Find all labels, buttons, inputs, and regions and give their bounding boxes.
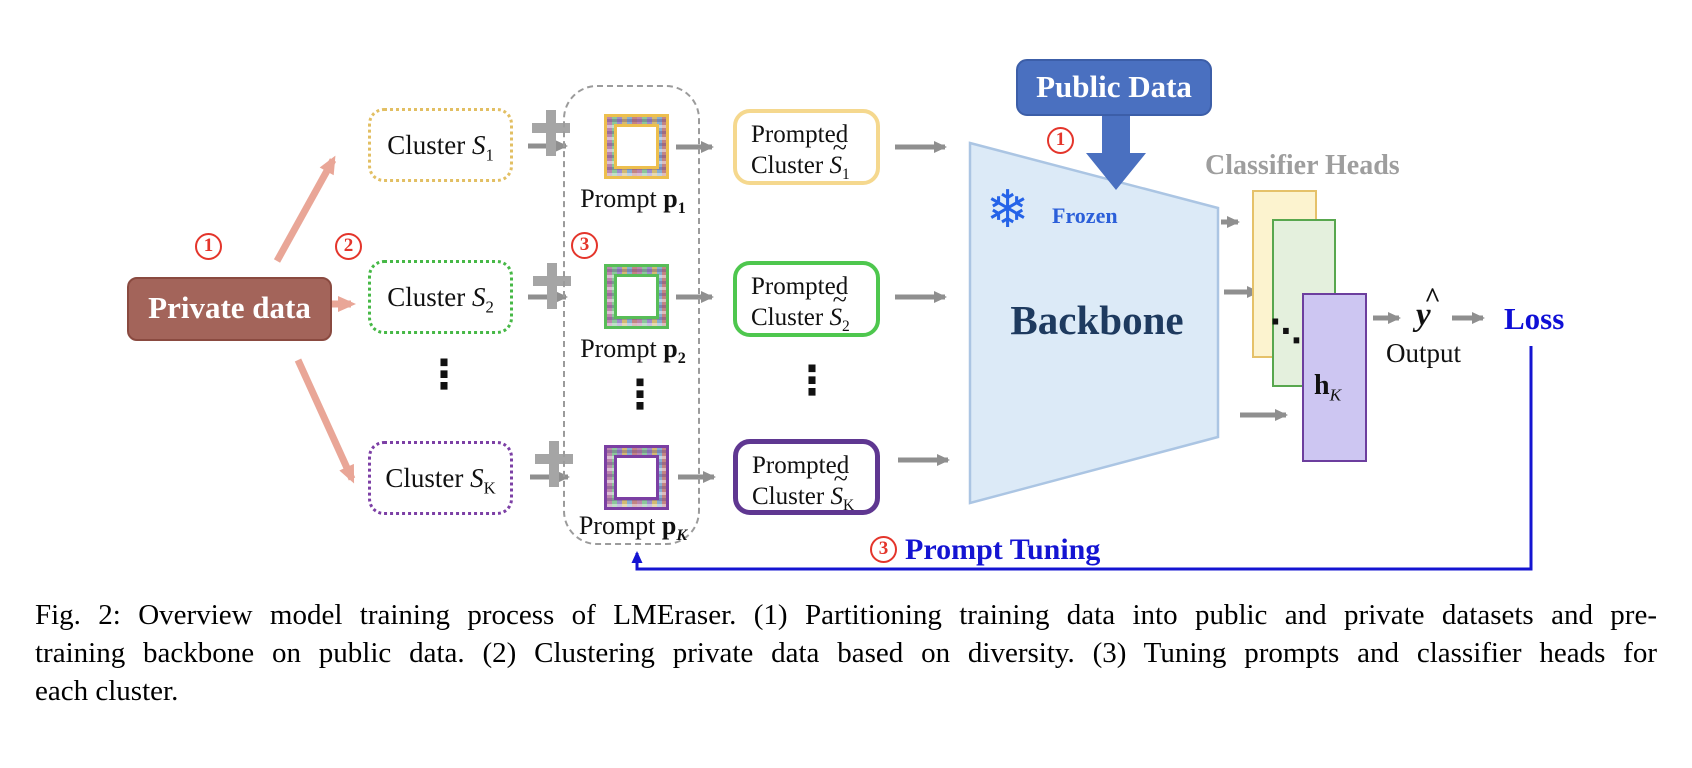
prompt-label-1: Prompt p1 [558,184,708,218]
prompted-sub: K [842,497,855,514]
cluster-label: Cluster [385,463,471,493]
prompted-var-letter: S [829,152,842,179]
prompt-label-2: Prompt p2 [558,334,708,368]
prompted-line2: Cluster [751,304,830,331]
head-var: h [1314,370,1330,401]
cluster-column-ellipsis: ⋮ [424,352,464,398]
step-badge-1-public: 1 [1047,127,1074,154]
output-label: Output [1386,338,1462,368]
prompted-var-letter: S [829,304,842,331]
classifier-head-K [1302,293,1367,462]
output-var: y [1416,297,1431,333]
prompt-patch-inner [614,274,659,319]
cluster-label: Cluster [387,130,472,160]
public-data-arrow [1086,115,1146,190]
cluster-sub: K [483,478,496,498]
plus-icon [532,110,570,156]
prompt-var: p [663,184,678,213]
prompted-var: ~S [829,285,846,333]
prompt-label-text: Prompt [580,334,664,363]
tilde-mark: ~ [832,133,847,163]
badge-number: 3 [579,234,590,255]
cluster-box-2: Cluster S2 [368,260,513,334]
badge-number: 3 [878,538,889,559]
caption-line-1: Fig. 2: Overview model training process … [35,599,1657,631]
figure-caption: Fig. 2: Overview model training process … [35,596,1657,710]
badge-number: 1 [1055,129,1066,150]
prompt-var: p [661,511,677,540]
prompt-sub: 2 [677,350,686,368]
step-badge-2-clustering: 2 [335,233,362,260]
prompted-line1: Prompted [751,273,849,300]
plus-icon [535,441,573,487]
public-data-label: Public Data [1036,69,1192,104]
prompt-sub: 1 [677,200,686,218]
head-sub: K [1329,385,1342,405]
cluster-var: S [471,282,486,312]
prompt-group-container [563,85,700,545]
prompt-patch-2 [604,264,669,329]
step-badge-3-tuning: 3 [870,536,897,563]
prompt-label-K: Prompt pK [558,511,708,545]
prompted-cluster-box-2: Prompted Cluster ~S2 [733,261,880,337]
prompt-tuning-label: Prompt Tuning [905,533,1101,566]
prompted-var: ~S [830,464,847,512]
caption-line-3: each cluster. [35,675,179,707]
prompted-column-ellipsis: ⋮ [792,358,832,404]
plus-icon [533,263,571,309]
prompt-sub: K [676,527,688,545]
prompt-patch-inner [614,455,659,500]
prompted-line2: Cluster [751,152,830,179]
private-data-label: Private data [148,290,311,325]
frozen-label: Frozen [1052,203,1118,228]
prompted-line1: Prompted [751,121,849,148]
badge-number: 2 [343,235,354,256]
prompted-sub: 1 [841,166,850,183]
public-data-box: Public Data [1016,59,1212,116]
heads-diagonal-ellipsis: ⋱ [1270,312,1302,350]
prompt-label-text: Prompt [580,184,664,213]
prompted-var: ~S [829,133,846,181]
private-data-box: Private data [127,277,332,341]
prompted-sub: 2 [841,318,850,335]
tilde-mark: ~ [832,285,847,315]
prompted-cluster-box-1: Prompted Cluster ~S1 [733,109,880,185]
cluster-box-1: Cluster S1 [368,108,513,182]
prompted-cluster-box-K: Prompted Cluster ~SK [733,439,880,515]
tilde-mark: ~ [833,464,848,494]
caption-line-2: training backbone on public data. (2) Cl… [35,637,1657,669]
badge-number: 1 [203,235,214,256]
arrow-private-to-cluster1 [273,155,337,263]
cluster-var: S [471,130,486,160]
prompt-label-text: Prompt [578,511,662,540]
head-K-label: hK [1314,370,1342,405]
loss-label: Loss [1504,301,1565,336]
prompt-patch-1 [604,114,669,179]
cluster-box-K: Cluster SK [368,441,513,515]
prompted-line2: Cluster [752,483,831,510]
prompt-var: p [663,334,678,363]
prompted-line1: Prompted [752,452,850,479]
step-badge-3-prompts: 3 [571,232,598,259]
backbone-label: Backbone [1010,297,1184,343]
prompted-var-letter: S [830,483,843,510]
cluster-sub: 2 [485,297,494,317]
cluster-sub: 1 [485,145,494,165]
prompt-patch-inner [614,124,659,169]
snowflake-icon: ❄ [986,180,1030,240]
cluster-var: S [470,463,484,493]
hat-mark: ^ [1424,282,1441,314]
cluster-label: Cluster [387,282,472,312]
predicted-output-symbol: ^y [1416,283,1441,334]
arrow-private-to-clusterK [294,358,356,484]
step-badge-1-private: 1 [195,233,222,260]
prompt-patch-K [604,445,669,510]
classifier-heads-title: Classifier Heads [1205,150,1400,181]
prompt-column-ellipsis: ⋮ [620,372,660,418]
